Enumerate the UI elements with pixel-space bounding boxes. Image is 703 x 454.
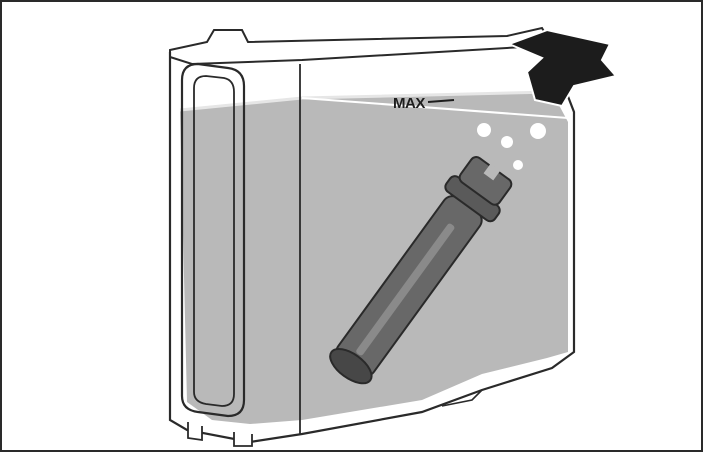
bubble xyxy=(530,123,546,139)
tank-foot-right xyxy=(234,432,252,446)
bubble xyxy=(477,123,491,137)
bubble xyxy=(513,160,523,170)
tank-foot-left xyxy=(188,422,202,440)
bubble xyxy=(501,136,513,148)
tank-top-rim xyxy=(170,28,550,64)
max-level-label: MAX xyxy=(393,95,425,112)
